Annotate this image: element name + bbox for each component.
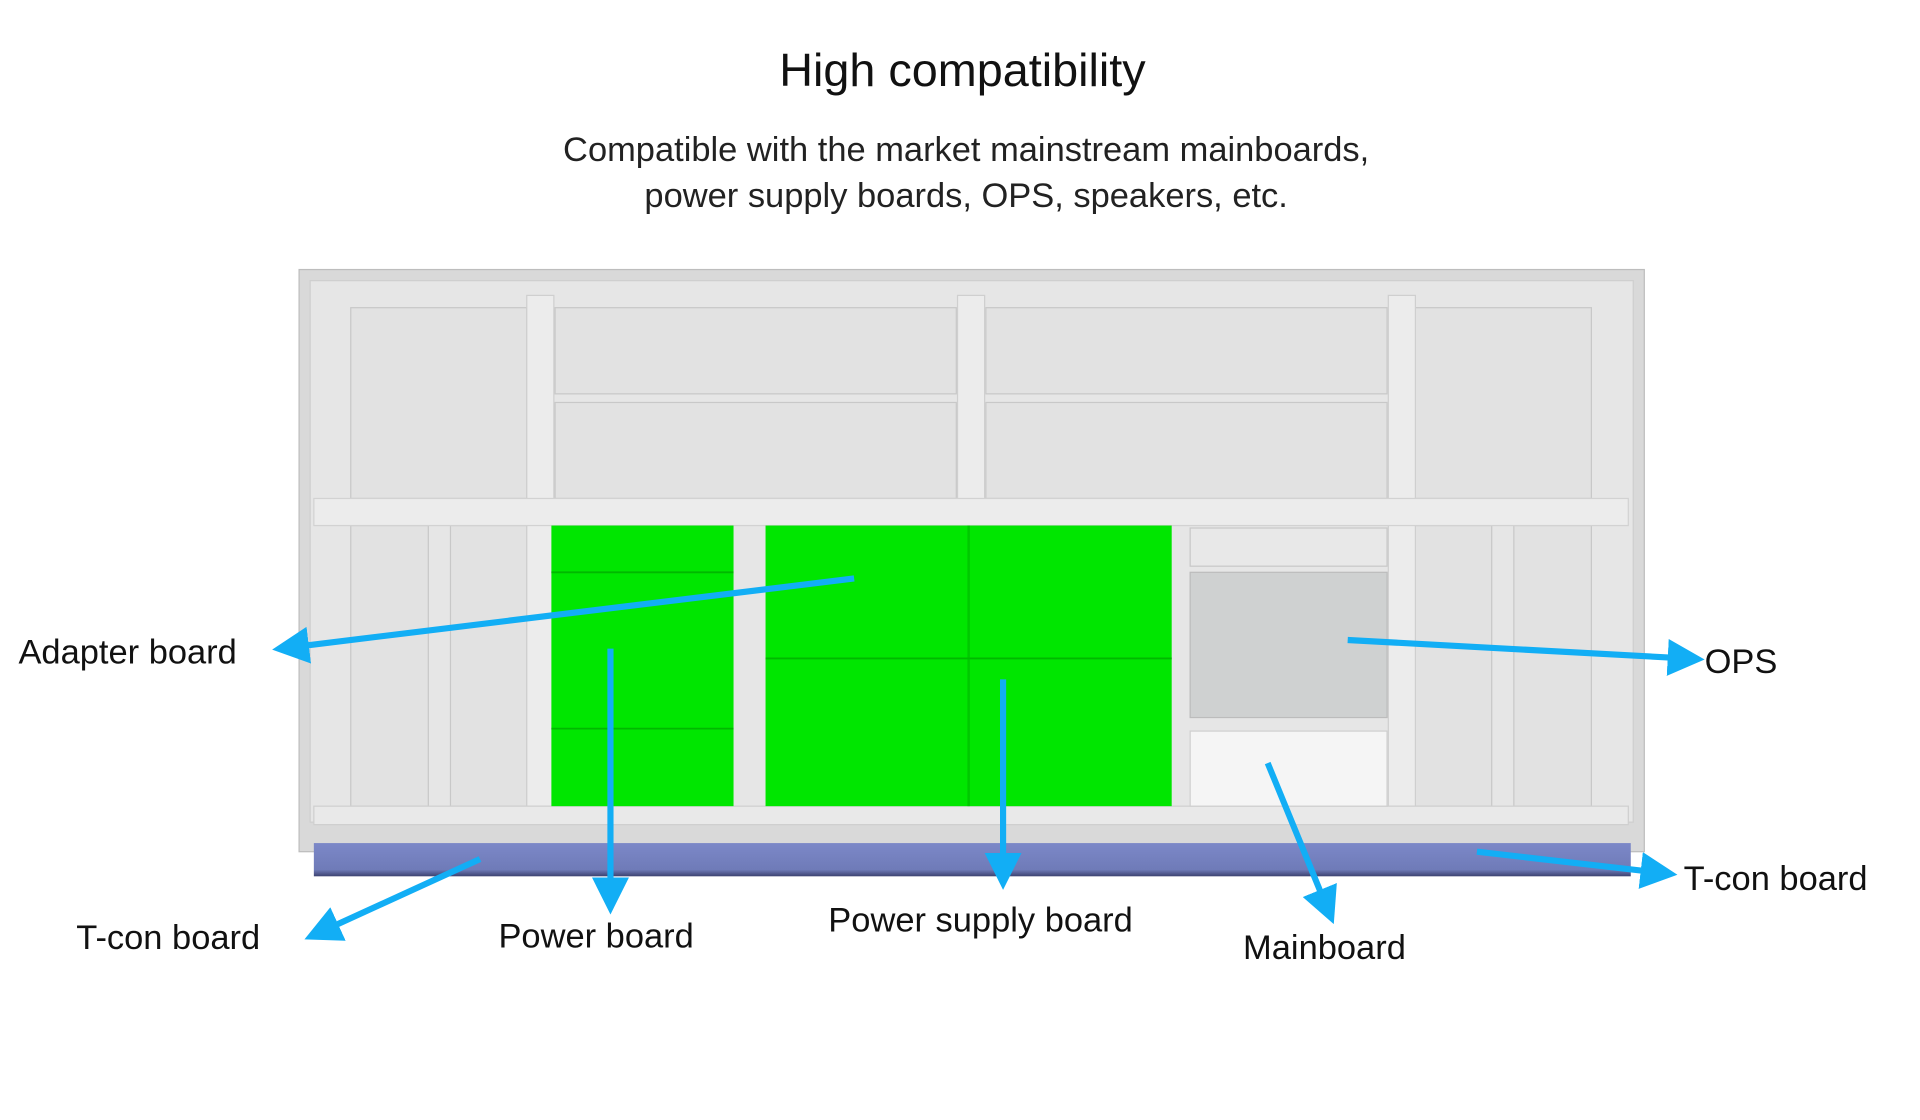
ops-arrow — [1347, 636, 1705, 676]
adapter-slot — [1189, 527, 1388, 567]
power-board-area — [551, 525, 734, 807]
tcon-left-arrow — [304, 856, 482, 941]
subtitle-line-2: power supply boards, OPS, speakers, etc. — [644, 177, 1287, 215]
label-power-board: Power board — [498, 918, 693, 956]
label-mainboard: Mainboard — [1243, 929, 1406, 967]
page-title: High compatibility — [779, 44, 1146, 96]
tcon-right-arrow — [1476, 848, 1678, 889]
adapter-board-arrow — [272, 575, 855, 664]
label-tcon-right: T-con board — [1684, 860, 1868, 898]
label-adapter-board: Adapter board — [18, 633, 236, 671]
mainboard-arrow — [1264, 761, 1337, 925]
tcon-board-strip — [313, 843, 1631, 877]
label-ops: OPS — [1705, 643, 1778, 681]
label-power-supply-board: Power supply board — [828, 902, 1133, 940]
label-tcon-left: T-con board — [76, 919, 260, 957]
subtitle-line-1: Compatible with the market mainstream ma… — [563, 131, 1369, 169]
mainboard-area — [1189, 730, 1388, 807]
ops-area — [1189, 571, 1388, 719]
